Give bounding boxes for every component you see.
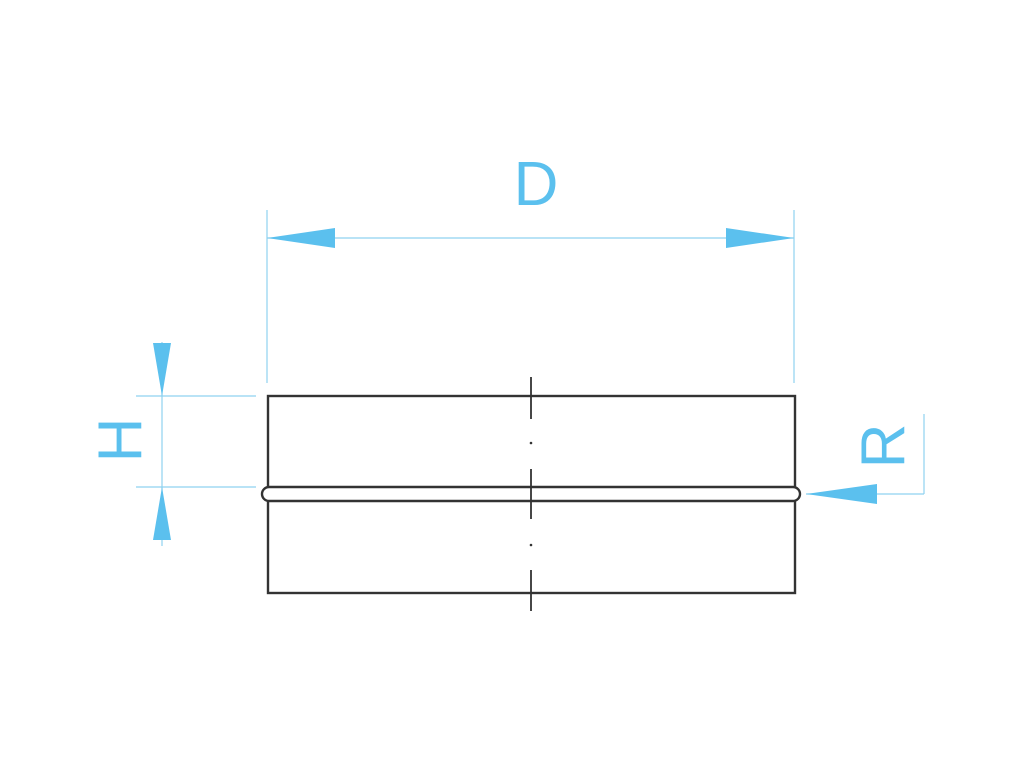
radius-arrow [806,484,877,504]
radius-label: R [849,424,918,469]
diameter-arrow-right [726,228,794,248]
height-arrow-top [153,343,171,396]
radius-dimension: R [806,414,925,504]
center-axis [529,377,533,611]
height-arrow-bottom [153,487,171,540]
diameter-dimension: D [266,150,795,383]
center-axis-dot-lower [529,543,533,547]
diameter-arrow-left [267,228,335,248]
diameter-label: D [514,150,559,219]
height-dimension: H [86,342,256,546]
height-label: H [86,418,155,463]
center-axis-dot-upper [529,441,533,445]
